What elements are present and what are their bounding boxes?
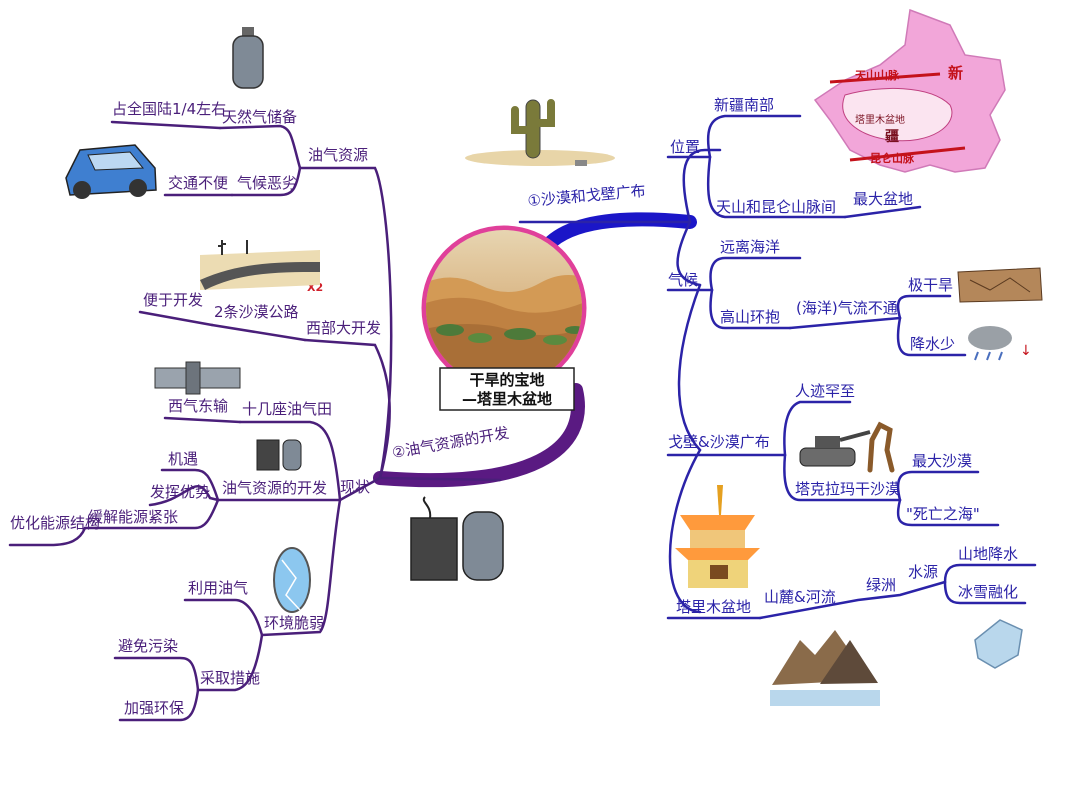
use-gas: 利用油气 [188,579,248,597]
two-desert-roads: 2条沙漠公路 [214,303,299,321]
sparse-people: 人迹罕至 [795,382,855,400]
advantages: 发挥优势 [150,483,210,501]
car-icon [65,144,157,199]
ease-shortage: 缓解能源紧张 [88,508,178,526]
camel-icon [867,421,895,473]
map-basin-label: 塔里木盆地 [855,113,905,126]
xinjiang-map: 天山山脉 昆仑山脉 塔里木盆地 新 疆 [813,8,1006,173]
right-tree-lines [518,114,1037,620]
protect-env: 加强环保 [124,699,184,717]
largest-desert: 最大沙漠 [912,452,972,470]
cracked-earth-icon [957,267,1043,303]
snowmelt: 冰雪融化 [958,583,1018,601]
tank-icon [799,430,871,467]
oil-gas-label: 油气资源 [308,146,368,164]
mountain-rain: 山地降水 [958,545,1018,563]
water-source: 水源 [908,563,938,581]
fragile-env: 环境脆弱 [264,614,324,632]
pagoda-icon [675,485,760,588]
ice-cube-icon [974,619,1023,669]
piedmont-rivers: 山麓&河流 [764,588,836,606]
basin-label: 塔里木盆地 [676,598,751,616]
south-xinjiang: 新疆南部 [714,96,774,114]
optimize-structure: 优化能源结构 [10,514,100,532]
sea-of-death: "死亡之海" [906,505,980,523]
kunlun-label: 昆仑山脉 [870,151,915,165]
cactus-icon [465,99,615,166]
very-dry: 极干旱 [908,276,953,294]
map-jiang: 疆 [885,129,899,145]
center-node: 干旱的宝地 —塔里木盆地 [421,225,587,411]
location-label: 位置 [670,138,700,156]
climate-label: 气候 [668,271,698,289]
convenient-development: 便于开发 [143,291,203,309]
far-from-ocean: 远离海洋 [720,238,780,256]
barrel-small-icon [256,439,302,471]
pipeline-icon [154,361,241,395]
desert-label: 戈壁&沙漠广布 [668,433,770,451]
quarter-national: 占全国陆1/4左右 [112,100,226,118]
tianshan-label: 天山山脉 [855,68,900,82]
between-ranges: 天山和昆仑山脉间 [716,198,836,216]
branch1-label: ①沙漠和戈壁广布 [527,182,647,210]
taklamakan: 塔克拉玛干沙漠 [795,480,900,498]
little-rain: 降水少 [910,335,955,353]
cover-deserts: 气候恶劣 [237,174,297,192]
gas-reserve: 天然气储备 [222,108,297,126]
branch2-label: ②油气资源的开发 [391,424,511,462]
ocean-air-blocked: (海洋)气流不通 [796,299,898,317]
west-east-gas: 西气东输 [168,397,228,415]
oil-fields: 十几座油气田 [242,400,332,418]
map-xin: 新 [948,64,963,82]
mountain-lake-icon [770,630,880,706]
down-arrow-icon: ↓ [1020,343,1032,359]
opportunity: 机遇 [168,450,198,468]
oil-dev: 油气资源的开发 [222,479,327,497]
rain-cloud-icon [968,326,1012,361]
inconvenient-transport: 交通不便 [168,174,228,192]
barrel-large-icon [410,496,504,581]
center-title-line2: —塔里木盆地 [462,390,552,408]
largest-basin: 最大盆地 [853,190,913,208]
left-tree-lines [8,120,502,722]
desert-road-icon [200,240,320,290]
oasis: 绿洲 [866,576,896,594]
mountains-surround: 高山环抱 [720,308,780,326]
west-development: 西部大开发 [306,319,381,337]
avoid-pollution: 避免污染 [118,637,178,655]
take-measures: 采取措施 [200,669,260,687]
broken-mirror-icon [273,547,311,613]
center-title-line1: 干旱的宝地 [469,371,544,389]
present-label: 现状 [340,478,370,496]
gas-cylinder-icon [232,27,264,89]
